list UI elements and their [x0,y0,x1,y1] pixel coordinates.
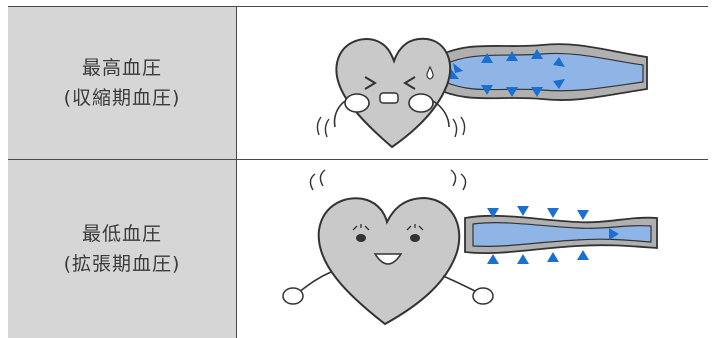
blood-pressure-table: 最高血圧 (収縮期血圧) [8,6,708,338]
systolic-row: 最高血圧 (収縮期血圧) [8,7,708,160]
heart-relaxing-artery-recoiling-icon [237,160,708,338]
diastolic-sublabel: (拡張期血圧) [64,249,181,279]
systolic-label: 最高血圧 [82,53,162,83]
squeezing-heart [317,39,464,147]
systolic-sublabel: (収縮期血圧) [64,83,181,113]
diastolic-label-cell: 最低血圧 (拡張期血圧) [8,160,237,338]
recoiling-artery [465,216,657,253]
relaxed-heart [283,170,493,324]
systolic-label-cell: 最高血圧 (収縮期血圧) [8,7,237,159]
diastolic-label: 最低血圧 [82,219,162,249]
systolic-illustration-cell [237,7,708,159]
diastolic-illustration-cell [237,160,708,338]
diastolic-row: 最低血圧 (拡張期血圧) [8,160,708,338]
heart-squeezing-artery-expanding-icon [237,7,708,159]
